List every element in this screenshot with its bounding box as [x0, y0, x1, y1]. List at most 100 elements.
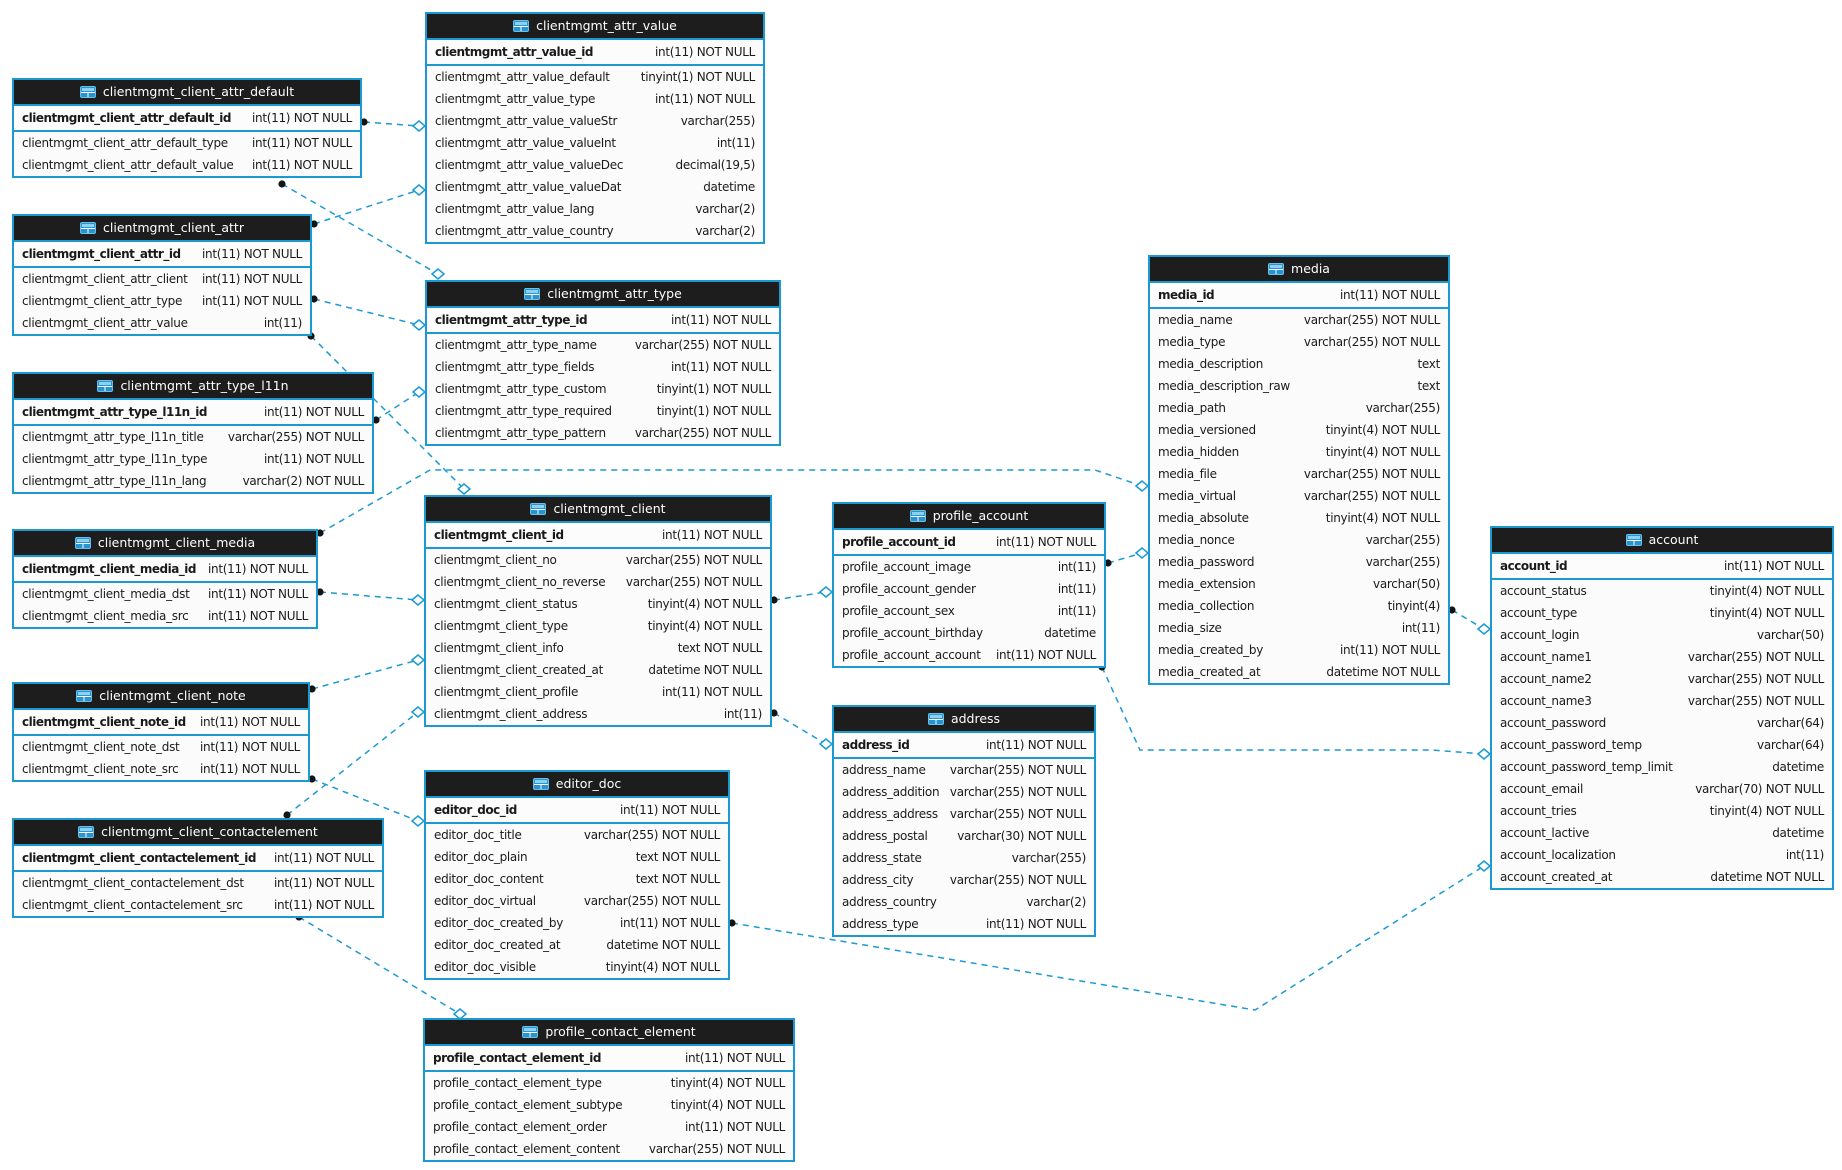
field-type: int(11) NOT NULL	[208, 562, 308, 576]
field-name: media_description_raw	[1158, 379, 1290, 393]
relationship-target-diamond	[818, 586, 834, 598]
table-header[interactable]: account	[1492, 528, 1832, 554]
field-name: clientmgmt_client_attr_type	[22, 294, 183, 308]
relationship-clientmgmt_client_attr_default-to-clientmgmt_attr_value[interactable]	[360, 118, 427, 132]
field-type: varchar(70) NOT NULL	[1695, 782, 1824, 796]
table-header[interactable]: media	[1150, 257, 1448, 283]
field-name: clientmgmt_client_info	[434, 641, 564, 655]
table-header[interactable]: profile_account	[834, 504, 1104, 530]
table-header[interactable]: clientmgmt_client_attr	[14, 216, 310, 242]
field-name: account_name1	[1500, 650, 1592, 664]
relationship-clientmgmt_client_media-to-clientmgmt_client[interactable]	[316, 588, 426, 606]
table-icon	[76, 690, 93, 702]
field-type: int(11) NOT NULL	[671, 360, 771, 374]
table-clientmgmt_client_attr[interactable]: clientmgmt_client_attr clientmgmt_client_…	[12, 214, 312, 336]
relationship-clientmgmt_client_attr_default-to-clientmgmt_attr_type[interactable]	[278, 180, 446, 280]
field-type: datetime	[1044, 626, 1096, 640]
table-clientmgmt_client_media[interactable]: clientmgmt_client_media clientmgmt_client…	[12, 529, 318, 629]
field-type: varchar(255) NOT NULL	[949, 873, 1086, 887]
field-type: int(11)	[263, 316, 302, 330]
field-type: varchar(255)	[1365, 401, 1441, 415]
field-type: int(11)	[1057, 604, 1096, 618]
relationship-clientmgmt_attr_type_l11n-to-clientmgmt_attr_type[interactable]	[372, 386, 427, 424]
relationship-media-to-account[interactable]	[1448, 606, 1492, 635]
relationship-clientmgmt_client-to-profile_account[interactable]	[770, 586, 834, 604]
table-header[interactable]: address	[834, 707, 1094, 733]
field-name: media_type	[1158, 335, 1226, 349]
table-header[interactable]: editor_doc	[426, 772, 728, 798]
field-type: int(11) NOT NULL	[620, 916, 720, 930]
table-clientmgmt_attr_value[interactable]: clientmgmt_attr_value clientmgmt_attr_val…	[425, 12, 765, 244]
relationship-clientmgmt_client_contactelement-to-clientmgmt_client[interactable]	[283, 706, 426, 819]
relationship-clientmgmt_client_attr-to-clientmgmt_client[interactable]	[307, 332, 472, 495]
table-icon	[524, 288, 541, 300]
field-name: clientmgmt_client_no_reverse	[434, 575, 606, 589]
table-header[interactable]: clientmgmt_client_contactelement	[14, 820, 382, 846]
field-type: varchar(255) NOT NULL	[1687, 672, 1824, 686]
relationship-clientmgmt_client_media-to-media[interactable]	[316, 469, 1150, 537]
field-name: editor_doc_plain	[434, 850, 528, 864]
relationship-clientmgmt_client-to-address[interactable]	[770, 709, 834, 750]
field-name: address_type	[842, 917, 919, 931]
field-name: clientmgmt_client_media_id	[22, 562, 197, 576]
field-name: clientmgmt_attr_type_l11n_title	[22, 430, 204, 444]
table-header[interactable]: clientmgmt_attr_type	[427, 282, 779, 308]
relationship-target-diamond	[410, 815, 426, 827]
relationship-target-diamond	[456, 483, 472, 495]
field-name: address_name	[842, 763, 926, 777]
field-name: clientmgmt_attr_type_l11n_lang	[22, 474, 207, 488]
field-type: varchar(255)	[1011, 851, 1087, 865]
table-header[interactable]: clientmgmt_client_note	[14, 684, 308, 710]
table-clientmgmt_attr_type[interactable]: clientmgmt_attr_type clientmgmt_attr_type…	[425, 280, 781, 446]
table-header[interactable]: clientmgmt_attr_type_l11n	[14, 374, 372, 400]
relationship-editor_doc-to-account[interactable]	[728, 860, 1492, 1011]
relationship-target-diamond	[411, 184, 427, 196]
table-clientmgmt_attr_type_l11n[interactable]: clientmgmt_attr_type_l11n clientmgmt_attr…	[12, 372, 374, 494]
field-name: clientmgmt_attr_type_fields	[435, 360, 595, 374]
table-clientmgmt_client_contactelement[interactable]: clientmgmt_client_contactelement clientmg…	[12, 818, 384, 918]
relationship-clientmgmt_client_note-to-clientmgmt_client[interactable]	[308, 654, 426, 693]
field-type: int(11) NOT NULL	[200, 740, 300, 754]
relationship-profile_account-to-media[interactable]	[1104, 547, 1150, 567]
table-header[interactable]: clientmgmt_client	[426, 497, 770, 523]
relationship-clientmgmt_client_attr-to-clientmgmt_attr_value[interactable]	[310, 184, 427, 228]
table-header[interactable]: clientmgmt_attr_value	[427, 14, 763, 40]
table-header[interactable]: profile_contact_element	[425, 1020, 793, 1046]
table-icon	[532, 778, 549, 790]
table-header[interactable]: clientmgmt_client_attr_default	[14, 80, 360, 106]
table-header[interactable]: clientmgmt_client_media	[14, 531, 316, 557]
field-name: clientmgmt_client_created_at	[434, 663, 603, 677]
relationship-clientmgmt_client_attr-to-clientmgmt_attr_type[interactable]	[310, 295, 427, 331]
